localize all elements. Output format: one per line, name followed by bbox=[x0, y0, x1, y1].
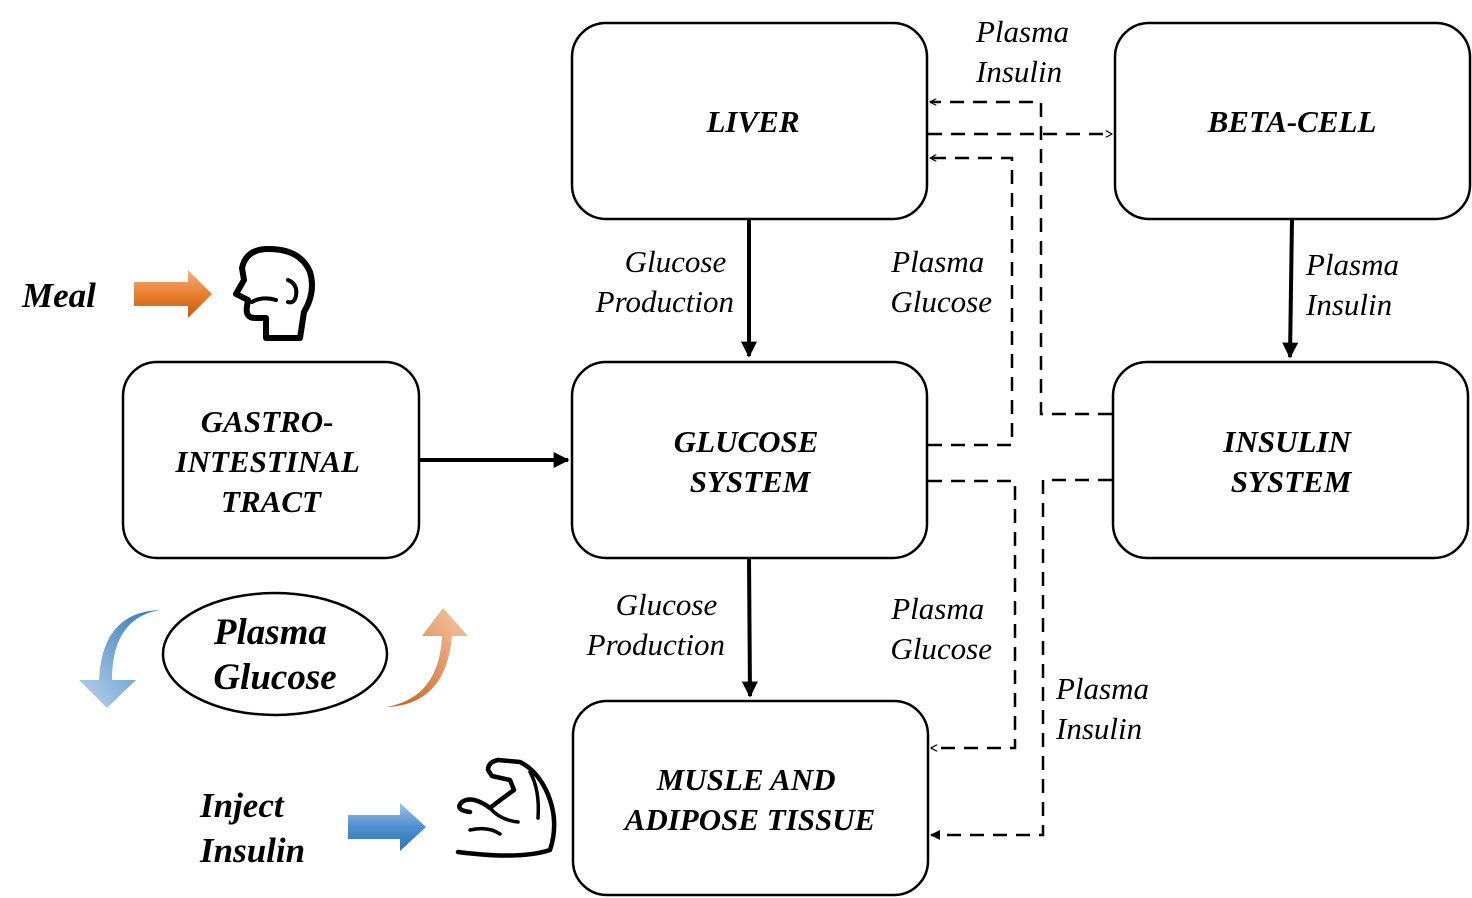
plasma-glucose-ellipse: Plasma Glucose bbox=[161, 591, 389, 717]
svg-text:LIVER: LIVER bbox=[705, 104, 799, 139]
liver-label: LIVER bbox=[705, 104, 799, 139]
inject-label-line2: Insulin bbox=[199, 831, 305, 870]
liver-node: LIVER bbox=[570, 21, 929, 221]
svg-text:Plasma Glucose: Plasma Glucose bbox=[890, 244, 992, 319]
svg-text:Inject Insulin: Inject Insulin bbox=[199, 786, 305, 870]
ellipse-label-line2: Glucose bbox=[213, 657, 336, 698]
glucose-to-muscle-dashed bbox=[928, 479, 1017, 748]
glucose-system-label-line2: SYSTEM bbox=[690, 464, 812, 499]
svg-text:GASTRO- INTESTINAL: GASTRO- INTESTINAL TRACT bbox=[175, 404, 367, 519]
svg-text:Plasma Insulin: Plasma Insulin bbox=[1055, 671, 1157, 746]
plasma-insulin-label-muscle-a: Plasma bbox=[1055, 671, 1149, 706]
muscle-node: MUSLE AND ADIPOSE TISSUE bbox=[571, 699, 930, 897]
glucose-production-label-1b: Production bbox=[595, 284, 734, 319]
muscle-label-line2: ADIPOSE TISSUE bbox=[623, 802, 876, 837]
increase-curved-arrow bbox=[386, 608, 468, 707]
svg-text:Plasma Glucose: Plasma Glucose bbox=[213, 612, 337, 698]
glucose-system-node: GLUCOSE SYSTEM bbox=[570, 360, 929, 560]
insulin-system-label-line2: SYSTEM bbox=[1231, 464, 1353, 499]
inject-label-line1: Inject bbox=[199, 786, 285, 825]
beta-to-insulin-arrow bbox=[1282, 218, 1299, 359]
svg-text:Glucose Production: Glucose Production bbox=[586, 587, 725, 662]
meal-label: Meal bbox=[21, 276, 96, 315]
beta-cell-node: BETA-CELL bbox=[1113, 21, 1472, 221]
inject-arrow bbox=[348, 803, 426, 851]
meal-arrow bbox=[134, 270, 212, 318]
gastro-label-line2: INTESTINAL bbox=[175, 444, 359, 479]
beta-cell-label: BETA-CELL bbox=[1207, 104, 1377, 139]
svg-text:INSULIN SYSTEM: INSULIN SYSTEM bbox=[1222, 424, 1358, 499]
gastro-node: GASTRO- INTESTINAL TRACT bbox=[121, 360, 421, 560]
ellipse-label-line1: Plasma bbox=[213, 612, 327, 653]
svg-text:Plasma Insulin: Plasma Insulin bbox=[975, 14, 1077, 89]
glucose-production-label-1a: Glucose bbox=[625, 244, 727, 279]
plasma-glucose-label-upper-b: Glucose bbox=[890, 284, 992, 319]
svg-text:Glucose Production: Glucose Production bbox=[595, 244, 734, 319]
gastro-label-line1: GASTRO- bbox=[201, 404, 334, 439]
glucose-production-label-2b: Production bbox=[586, 627, 725, 662]
plasma-insulin-label-muscle-b: Insulin bbox=[1055, 711, 1142, 746]
flexed-arm-icon bbox=[455, 757, 557, 858]
insulin-to-muscle-dashed bbox=[930, 478, 1112, 840]
svg-text:Plasma Glucose: Plasma Glucose bbox=[890, 591, 992, 666]
svg-text:MUSLE AND ADIPOSE TISSUE: MUSLE AND ADIPOSE TISSUE bbox=[623, 762, 876, 837]
insulin-system-label-line1: INSULIN bbox=[1222, 424, 1352, 459]
glucose-production-label-2a: Glucose bbox=[616, 587, 718, 622]
head-icon bbox=[233, 245, 315, 341]
gastro-label-line3: TRACT bbox=[221, 484, 322, 519]
insulin-to-liver-dashed bbox=[930, 102, 1112, 416]
plasma-insulin-label-beta-b: Insulin bbox=[1305, 287, 1392, 322]
glucose-to-muscle-arrow bbox=[741, 557, 758, 698]
svg-text:GLUCOSE SYSTEM: GLUCOSE SYSTEM bbox=[674, 424, 826, 499]
plasma-glucose-label-upper-a: Plasma bbox=[890, 244, 984, 279]
plasma-glucose-label-lower-a: Plasma bbox=[890, 591, 984, 626]
plasma-insulin-label-top-a: Plasma bbox=[975, 14, 1069, 49]
plasma-glucose-label-lower-b: Glucose bbox=[890, 631, 992, 666]
plasma-insulin-label-beta-a: Plasma bbox=[1305, 247, 1399, 282]
svg-text:BETA-CELL: BETA-CELL bbox=[1207, 104, 1377, 139]
decrease-curved-arrow bbox=[79, 610, 160, 708]
insulin-system-node: INSULIN SYSTEM bbox=[1111, 360, 1470, 560]
svg-text:Plasma Insulin: Plasma Insulin bbox=[1305, 247, 1407, 322]
glucose-system-label-line1: GLUCOSE bbox=[674, 424, 819, 459]
plasma-insulin-label-top-b: Insulin bbox=[975, 54, 1062, 89]
muscle-label-line1: MUSLE AND bbox=[656, 762, 836, 797]
